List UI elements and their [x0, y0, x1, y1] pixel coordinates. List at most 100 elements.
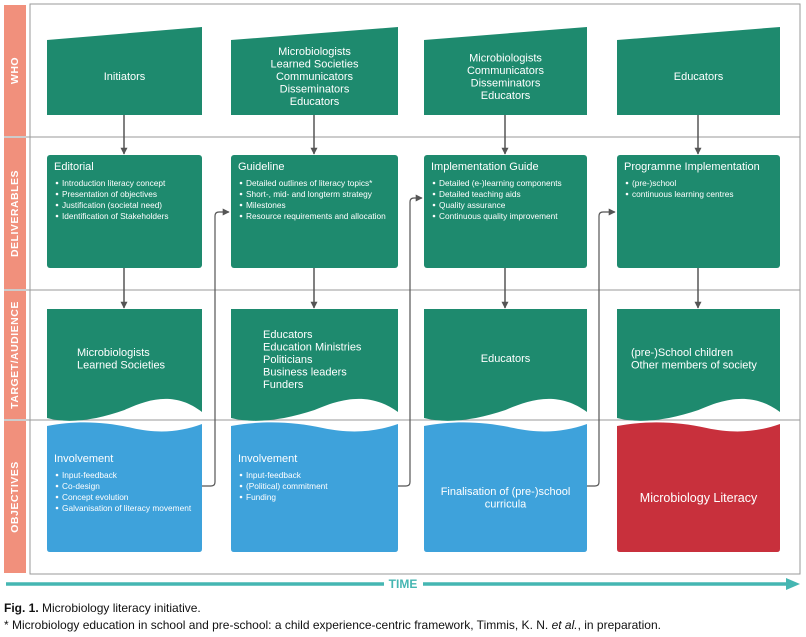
deliverable-box — [617, 155, 780, 268]
footnote-text: * Microbiology education in school and p… — [4, 618, 552, 632]
bullet-dot — [625, 192, 629, 196]
deliverable-item: Quality assurance — [439, 200, 506, 210]
row-label-band — [4, 138, 26, 289]
who-line: Educators — [290, 96, 340, 108]
bullet-dot — [55, 495, 59, 499]
bullet-dot — [625, 181, 629, 185]
flow-connector — [398, 194, 423, 487]
deliverable-item: Short-, mid- and longterm strategy — [246, 189, 373, 199]
figure-caption: Fig. 1. Microbiology literacy initiative… — [4, 601, 201, 615]
target-line: Educators — [481, 353, 531, 365]
bullet-dot — [55, 192, 59, 196]
bullet-dot — [239, 484, 243, 488]
who-box — [617, 27, 780, 115]
deliverable-item: Identification of Stakeholders — [62, 211, 169, 221]
bullet-dot — [55, 203, 59, 207]
objective-line: Finalisation of (pre-)school — [441, 486, 571, 498]
who-line: Learned Societies — [270, 59, 359, 71]
bullet-dot — [239, 203, 243, 207]
row-label-band — [4, 291, 26, 419]
row-label-band — [4, 5, 26, 136]
deliverable-title: Editorial — [54, 161, 94, 173]
deliverable-item: Detailed (e-)learning components — [439, 178, 562, 188]
who-line: Educators — [481, 90, 531, 102]
objective-box — [231, 422, 398, 552]
deliverable-box — [424, 155, 587, 268]
bullet-dot — [432, 203, 436, 207]
objective-item: Input-feedback — [246, 470, 302, 480]
objective-title: Involvement — [238, 453, 297, 465]
target-line: Politicians — [263, 354, 313, 366]
bullet-dot — [55, 473, 59, 477]
bullet-dot — [55, 484, 59, 488]
who-line: Microbiologists — [278, 46, 351, 58]
target-line: (pre-)School children — [631, 347, 733, 359]
deliverable-item: (pre-)school — [632, 178, 676, 188]
objective-item: Concept evolution — [62, 492, 129, 502]
objective-line: curricula — [485, 498, 527, 510]
target-line: Business leaders — [263, 367, 347, 379]
bullet-dot — [55, 214, 59, 218]
row-label-deliverables: DELIVERABLES — [9, 170, 21, 257]
who-line: Communicators — [276, 71, 354, 83]
bullet-dot — [55, 181, 59, 185]
footnote-italic: et al. — [551, 618, 578, 632]
deliverable-box — [231, 155, 398, 268]
deliverable-item: Continuous quality improvement — [439, 211, 558, 221]
deliverable-item: Detailed teaching aids — [439, 189, 521, 199]
who-box — [424, 27, 587, 115]
row-label-who: WHO — [9, 57, 21, 84]
bullet-dot — [55, 506, 59, 510]
objective-item: Galvanisation of literacy movement — [62, 503, 192, 513]
objective-title: Involvement — [54, 453, 113, 465]
deliverable-item: Introduction literacy concept — [62, 178, 166, 188]
bullet-dot — [239, 181, 243, 185]
objective-item: Co-design — [62, 481, 100, 491]
diagram-frame — [29, 3, 801, 575]
deliverable-title: Guideline — [238, 161, 284, 173]
objective-item: (Political) commitment — [246, 481, 328, 491]
deliverable-title: Implementation Guide — [431, 161, 539, 173]
who-line: Communicators — [467, 65, 545, 77]
target-box — [617, 309, 780, 421]
objective-box-highlight — [617, 422, 780, 552]
objective-item: Funding — [246, 492, 276, 502]
objective-line: Microbiology Literacy — [640, 491, 758, 505]
deliverable-item: Milestones — [246, 200, 286, 210]
deliverable-item: Justification (societal need) — [62, 200, 162, 210]
who-line: Disseminators — [471, 77, 541, 89]
who-line: Initiators — [104, 71, 146, 83]
bullet-dot — [432, 181, 436, 185]
figure-title: Microbiology literacy initiative. — [42, 601, 201, 615]
figure-label: Fig. 1. — [4, 601, 39, 615]
flow-connector — [587, 208, 616, 487]
target-line: Other members of society — [631, 359, 757, 371]
target-box — [231, 309, 398, 421]
time-label: TIME — [389, 577, 418, 591]
target-line: Funders — [263, 379, 304, 391]
who-line: Microbiologists — [469, 52, 542, 64]
objective-box — [47, 422, 202, 552]
deliverable-item: Detailed outlines of literacy topics* — [246, 178, 373, 188]
deliverable-item: Presentation of objectives — [62, 189, 157, 199]
bullet-dot — [239, 192, 243, 196]
deliverable-title: Programme Implementation — [624, 161, 760, 173]
footnote-end: , in preparation. — [577, 618, 661, 632]
who-line: Educators — [674, 71, 724, 83]
flow-connector — [202, 208, 230, 487]
deliverable-box — [47, 155, 202, 268]
deliverable-item: continuous learning centres — [632, 189, 733, 199]
who-line: Disseminators — [280, 84, 350, 96]
target-box — [47, 309, 202, 421]
target-line: Educators — [263, 329, 313, 341]
objective-box — [424, 422, 587, 552]
row-label-target: TARGET/AUDIENCE — [9, 301, 21, 409]
figure-footnote: * Microbiology education in school and p… — [4, 618, 661, 632]
who-box — [231, 27, 398, 115]
time-arrow-head — [786, 578, 800, 590]
bullet-dot — [239, 495, 243, 499]
row-label-objectives: OBJECTIVES — [9, 461, 21, 533]
deliverable-item: Resource requirements and allocation — [246, 211, 386, 221]
target-line: Education Ministries — [263, 342, 362, 354]
